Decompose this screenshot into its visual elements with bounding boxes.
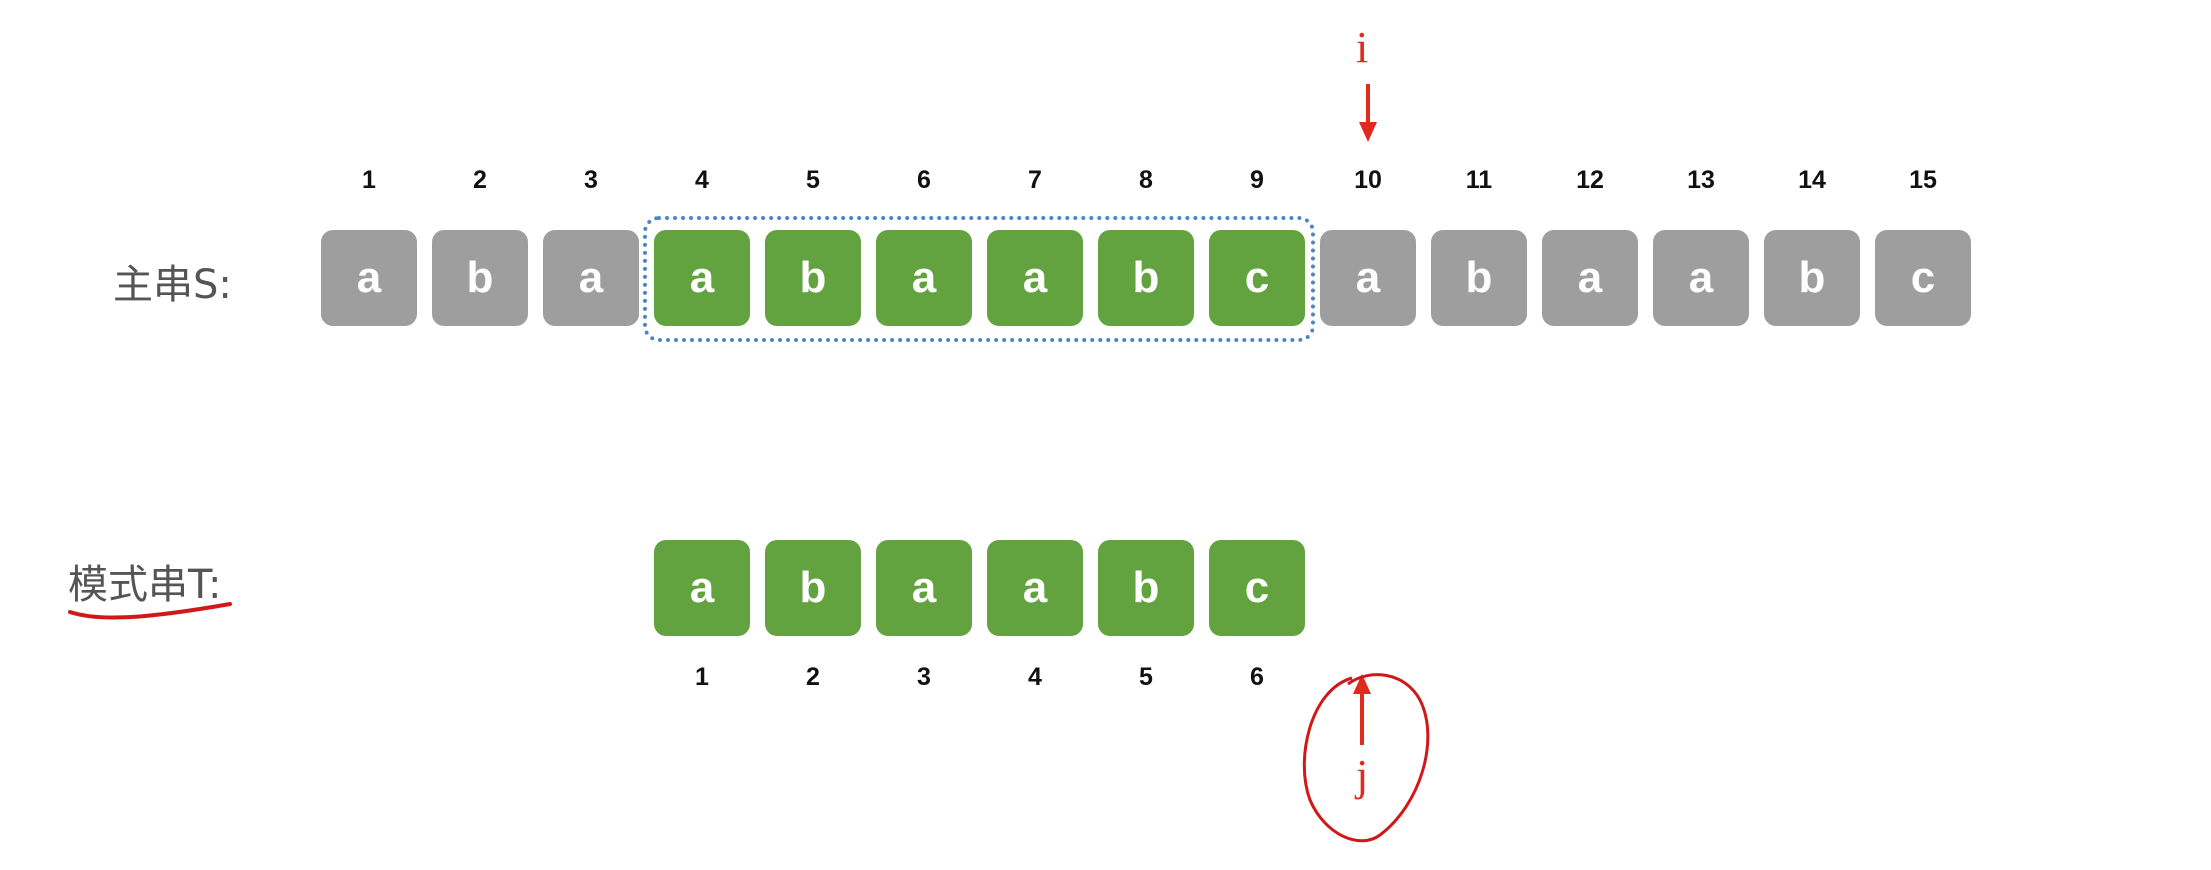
pattern-char-box: a [876, 540, 972, 636]
main-char-box: a [654, 230, 750, 326]
pointer-j-label: j [1356, 751, 1369, 800]
main-char-box: a [987, 230, 1083, 326]
pattern-char-box: c [1209, 540, 1305, 636]
pattern-index-label: 5 [1139, 663, 1153, 691]
pattern-index-label: 1 [695, 663, 709, 691]
main-index-label: 11 [1465, 166, 1493, 194]
handwritten-underline [68, 602, 232, 620]
main-char-box: c [1209, 230, 1305, 326]
pattern-index-label: 4 [1028, 663, 1042, 691]
pattern-index-label: 2 [806, 663, 820, 691]
main-index-label: 3 [584, 166, 598, 194]
main-index-label: 15 [1909, 166, 1937, 194]
pattern-char-box: a [654, 540, 750, 636]
pattern-index-label: 6 [1250, 663, 1264, 691]
main-index-label: 13 [1687, 166, 1715, 194]
match-window [643, 216, 1315, 342]
main-string-label: 主串S: [113, 262, 232, 308]
main-char-box: b [432, 230, 528, 326]
main-index-label: 4 [695, 166, 709, 194]
main-index-label: 8 [1139, 166, 1153, 194]
main-char-box: b [765, 230, 861, 326]
main-index-label: 2 [473, 166, 487, 194]
main-char-box: a [321, 230, 417, 326]
arrow-down-icon [1359, 84, 1377, 142]
main-index-label: 6 [917, 166, 931, 194]
main-index-label: 9 [1250, 166, 1264, 194]
main-char-box: a [543, 230, 639, 326]
main-index-label: 12 [1576, 166, 1604, 194]
arrow-up-icon [1353, 674, 1371, 745]
main-char-box: a [1320, 230, 1416, 326]
pattern-char-box: b [1098, 540, 1194, 636]
main-index-label: 5 [806, 166, 820, 194]
main-char-box: a [876, 230, 972, 326]
pointer-i-label: i [1356, 23, 1369, 72]
main-char-box: c [1875, 230, 1971, 326]
main-index-label: 14 [1798, 166, 1826, 194]
main-char-box: b [1098, 230, 1194, 326]
main-char-box: a [1542, 230, 1638, 326]
main-char-box: b [1431, 230, 1527, 326]
pattern-char-box: a [987, 540, 1083, 636]
main-char-box: a [1653, 230, 1749, 326]
pattern-index-label: 3 [917, 663, 931, 691]
main-char-box: b [1764, 230, 1860, 326]
pattern-string-label: 模式串T: [68, 562, 222, 608]
main-index-label: 1 [362, 166, 376, 194]
main-index-label: 10 [1354, 166, 1382, 194]
handwritten-circle [1302, 673, 1430, 843]
main-index-label: 7 [1028, 166, 1042, 194]
pattern-char-box: b [765, 540, 861, 636]
